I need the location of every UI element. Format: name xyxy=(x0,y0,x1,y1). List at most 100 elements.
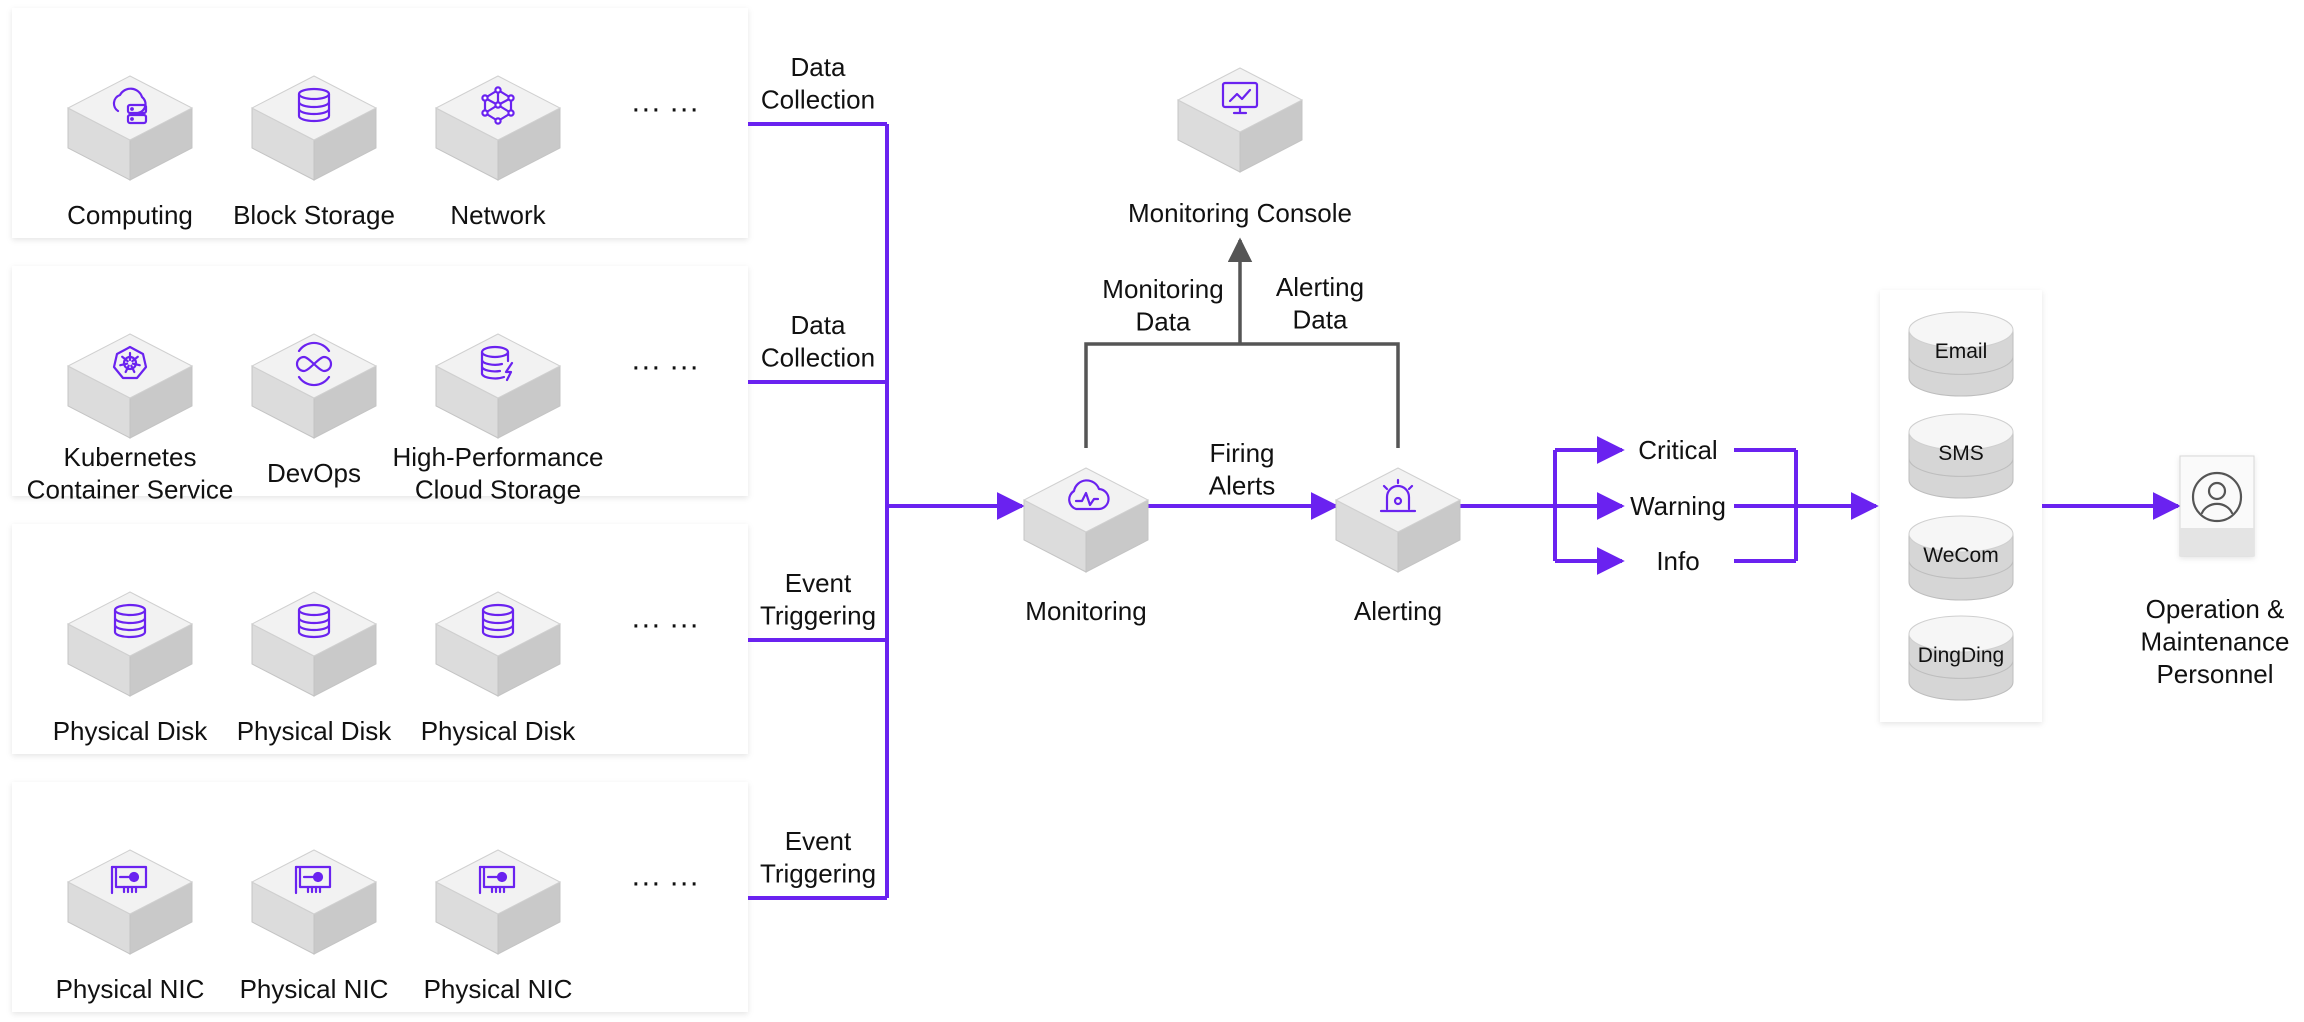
resource-label-line: Physical Disk xyxy=(237,716,393,746)
connector-label-line: Data xyxy=(791,52,846,82)
monitoring-data-label-line: Monitoring xyxy=(1102,274,1223,304)
console-feed-line xyxy=(1084,342,1400,448)
resource-label-line: Physical NIC xyxy=(240,974,389,1004)
firing-alerts-label-line: Alerts xyxy=(1209,471,1275,501)
more-items-ellipsis: ··· ··· xyxy=(631,866,699,899)
nic-card-icon xyxy=(478,865,516,895)
connector-label-line: Data xyxy=(791,310,846,340)
channel-wecom: WeCom xyxy=(1908,515,2014,601)
alerting-node xyxy=(1334,467,1462,573)
resource-label: Network xyxy=(450,200,546,230)
resource-label-line: Physical NIC xyxy=(56,974,205,1004)
connector-label-line: Event xyxy=(785,826,852,856)
personnel-label-line: Personnel xyxy=(2156,659,2273,689)
resource-cube xyxy=(66,591,194,697)
monitoring-console-node xyxy=(1176,67,1304,173)
resource-label-line: Kubernetes xyxy=(64,442,197,472)
channel-dingding: DingDing xyxy=(1908,615,2014,701)
channel-label: Email xyxy=(1935,340,1988,363)
channel-label: WeCom xyxy=(1923,544,1998,567)
monitoring-label: Monitoring xyxy=(1025,596,1146,626)
resource-label: DevOps xyxy=(267,458,361,488)
resource-label: Physical Disk xyxy=(53,716,209,746)
cloud-server-icon xyxy=(112,87,148,125)
nic-card-icon xyxy=(110,865,148,895)
resource-cube xyxy=(250,75,378,181)
user-avatar-icon xyxy=(2191,471,2243,523)
alert-level-warning: Warning xyxy=(1630,491,1726,521)
resource-label: Physical Disk xyxy=(421,716,577,746)
connector-label-line: Triggering xyxy=(760,601,876,631)
devops-infinity-icon xyxy=(295,341,333,387)
resource-cube xyxy=(66,849,194,955)
resource-cube xyxy=(434,849,562,955)
resource-label-line: Physical NIC xyxy=(424,974,573,1004)
monitoring-data-label-line: Data xyxy=(1136,307,1191,337)
resource-label-line: Network xyxy=(450,200,546,230)
resource-cube xyxy=(66,333,194,439)
alert-level-critical: Critical xyxy=(1638,435,1717,465)
resource-label: Block Storage xyxy=(233,200,395,230)
database-icon xyxy=(297,87,331,123)
resource-label-line: Physical Disk xyxy=(53,716,209,746)
channel-email: Email xyxy=(1908,311,2014,397)
alerting-data-label-line: Data xyxy=(1293,305,1348,335)
resource-label-line: DevOps xyxy=(267,458,361,488)
connector-label-line: Event xyxy=(785,568,852,598)
connector-label-line: Collection xyxy=(761,85,875,115)
alerting-label-line: Alerting xyxy=(1354,596,1442,626)
resource-label-line: Computing xyxy=(67,200,193,230)
monitoring-node xyxy=(1022,467,1150,573)
resource-label: Computing xyxy=(67,200,193,230)
connector-label-line: Collection xyxy=(761,343,875,373)
channel-label: DingDing xyxy=(1918,644,2004,667)
database-bolt-icon xyxy=(480,345,514,382)
monitoring-console-label-line: Monitoring Console xyxy=(1128,198,1352,228)
resource-cube xyxy=(434,333,562,439)
personnel-card xyxy=(2179,455,2255,557)
database-icon xyxy=(113,603,147,639)
database-icon xyxy=(481,603,515,639)
network-cube-icon xyxy=(481,86,515,125)
database-icon xyxy=(297,603,331,639)
resource-cube xyxy=(250,591,378,697)
firing-alerts-label-line: Firing xyxy=(1209,438,1274,468)
resource-label-line: Physical Disk xyxy=(421,716,577,746)
more-items-ellipsis: ··· ··· xyxy=(631,92,699,125)
personnel-label-line: Maintenance xyxy=(2141,627,2290,657)
resource-label: Physical Disk xyxy=(237,716,393,746)
kubernetes-wheel-icon xyxy=(112,345,148,380)
monitoring-label-line: Monitoring xyxy=(1025,596,1146,626)
resource-label: Physical NIC xyxy=(56,974,205,1004)
alarm-siren-icon xyxy=(1379,478,1417,513)
resource-label-line: High-Performance xyxy=(393,442,604,472)
connector-label-line: Triggering xyxy=(760,859,876,889)
channel-label: SMS xyxy=(1938,442,1984,465)
monitor-chart-icon xyxy=(1221,81,1259,115)
alert-level-info: Info xyxy=(1656,546,1699,576)
monitoring-console-label: Monitoring Console xyxy=(1128,198,1352,228)
alerting-label: Alerting xyxy=(1354,596,1442,626)
channel-sms: SMS xyxy=(1908,413,2014,499)
alerting-data-label-line: Alerting xyxy=(1276,272,1364,302)
cloud-activity-icon xyxy=(1068,479,1110,511)
more-items-ellipsis: ··· ··· xyxy=(631,608,699,641)
resource-cube xyxy=(250,333,378,439)
resource-label-line: Container Service xyxy=(27,475,234,505)
resource-cube xyxy=(66,75,194,181)
nic-card-icon xyxy=(294,865,332,895)
more-items-ellipsis: ··· ··· xyxy=(631,350,699,383)
resource-label-line: Cloud Storage xyxy=(415,475,581,505)
